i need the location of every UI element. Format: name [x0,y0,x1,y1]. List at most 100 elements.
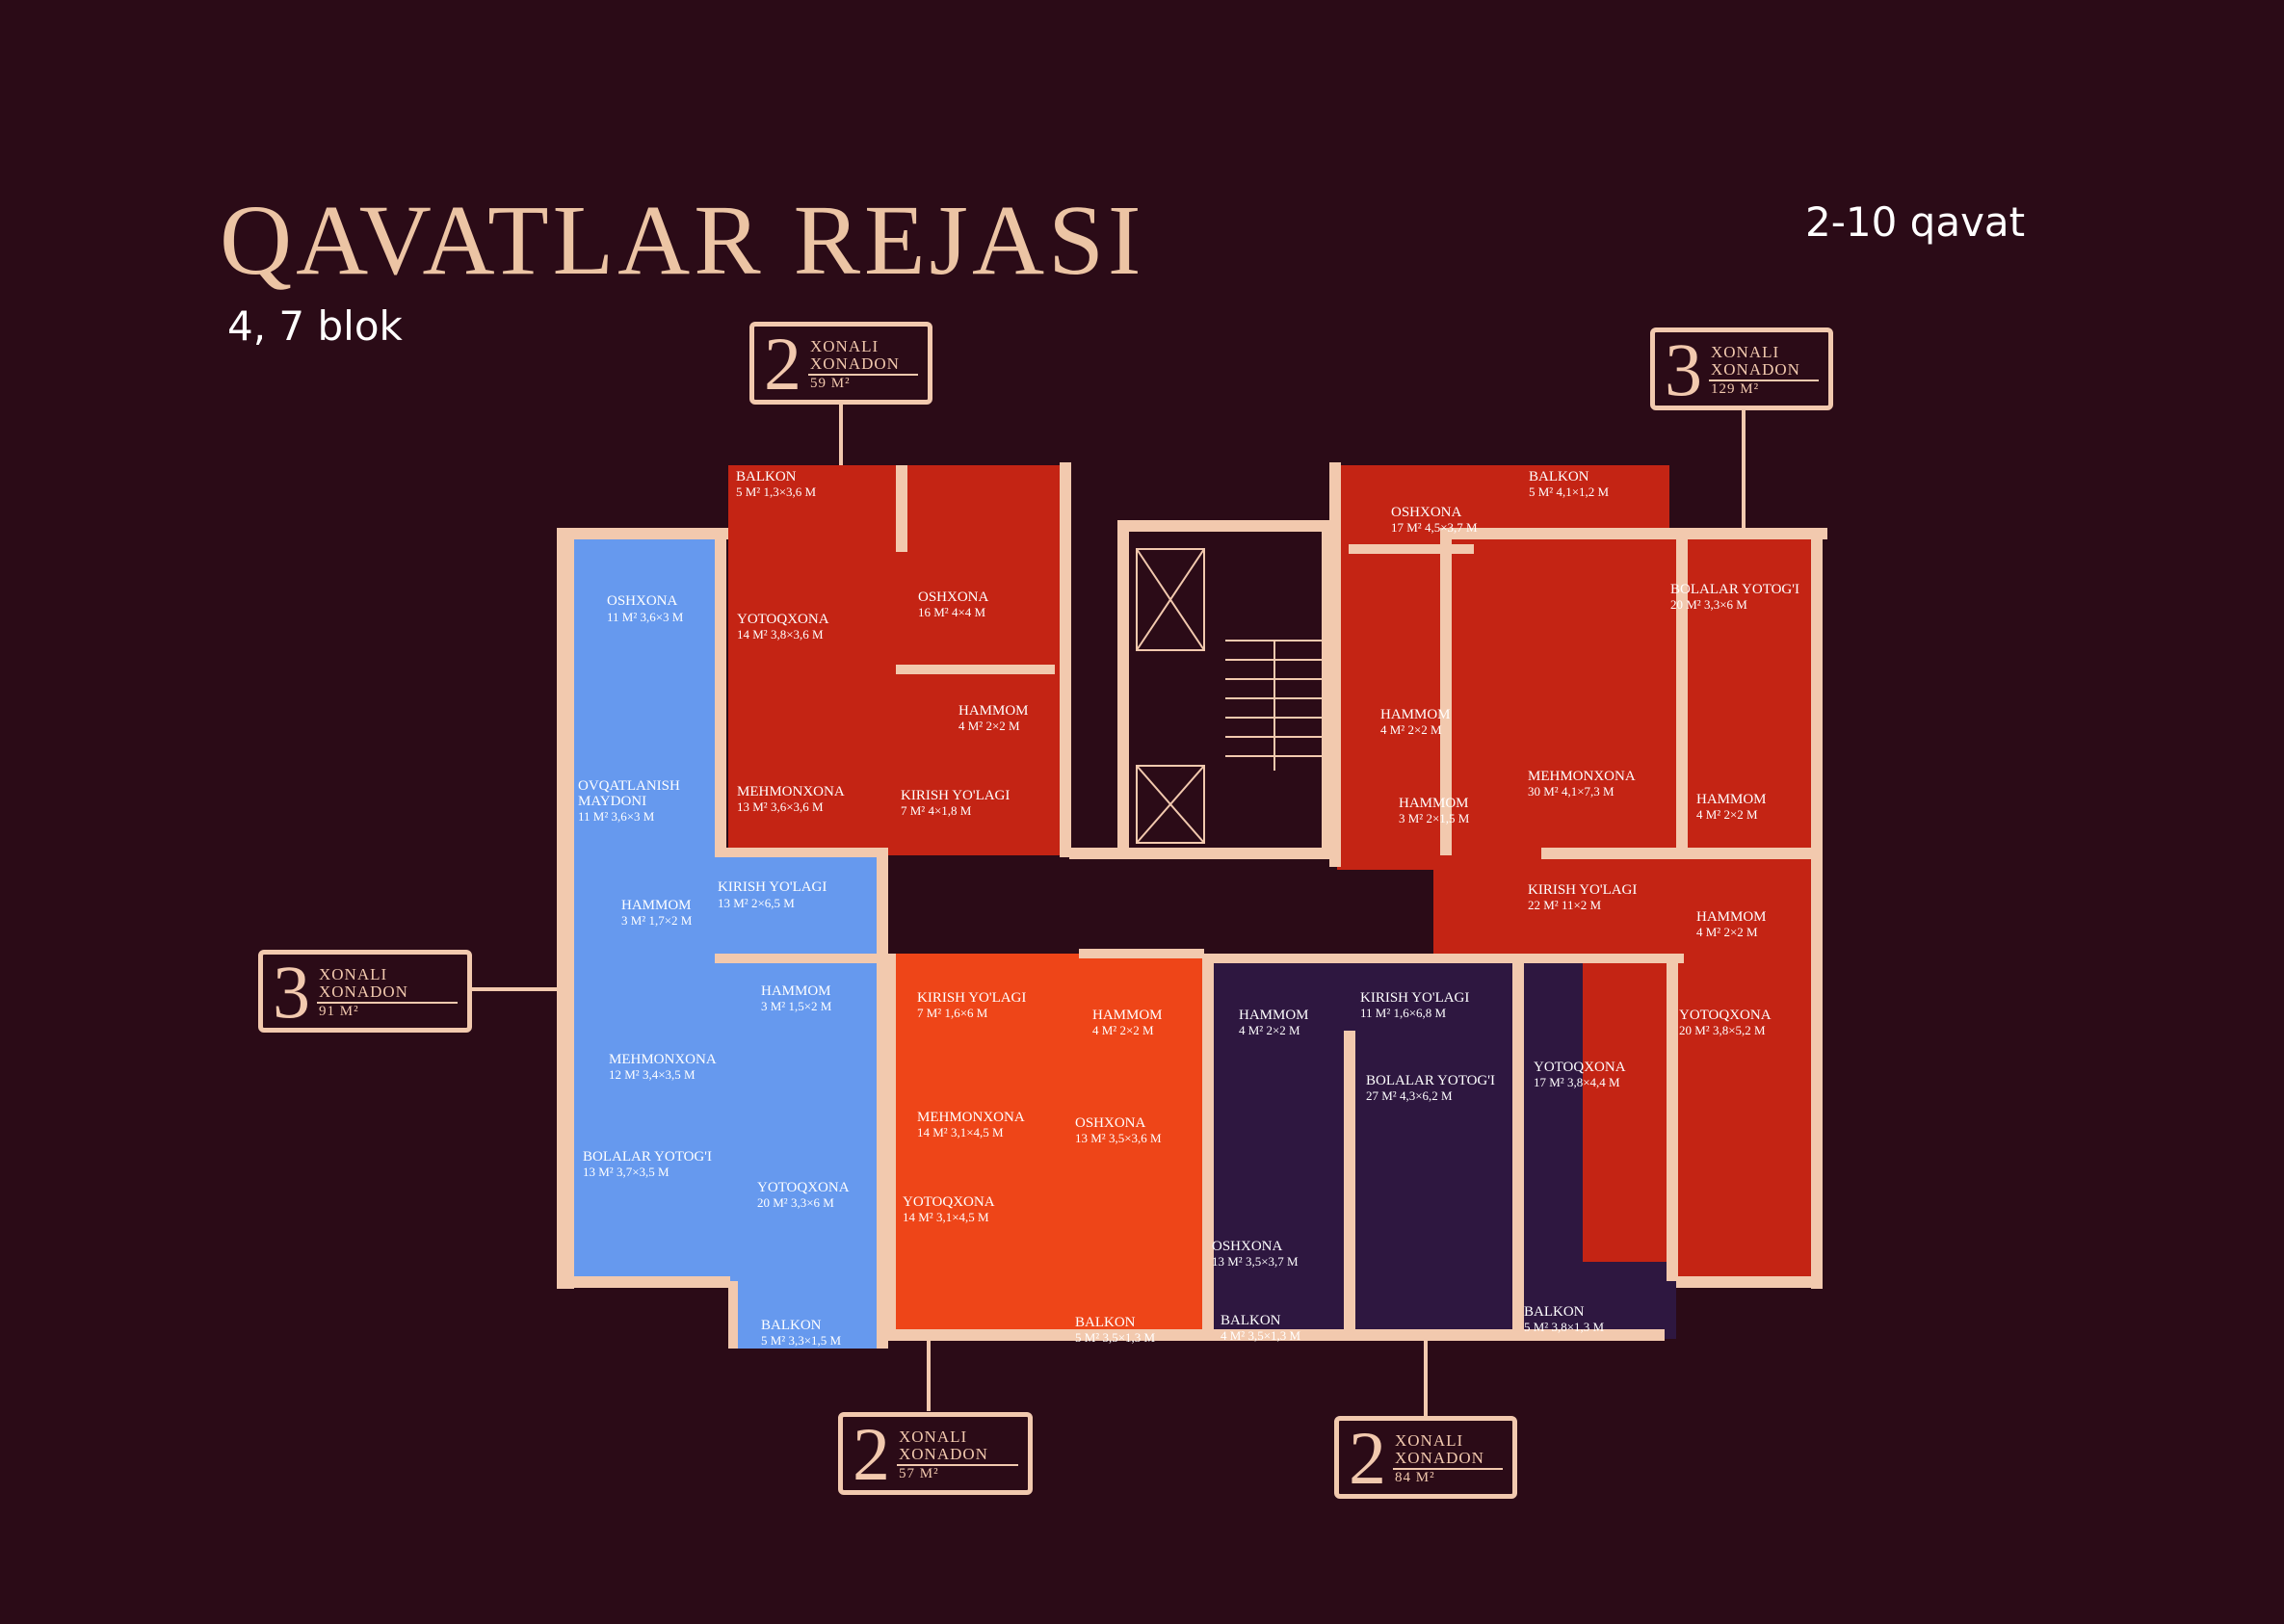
badge-area: 91 M² [319,1004,359,1019]
badge-rule [808,374,918,376]
badge-line2: XONADON [319,982,408,1001]
room-name: YOTOQXONA [737,612,829,627]
room-name: MEHMONXONA [737,784,845,799]
badge-line1: XONALI [810,337,879,355]
room-dim: 4 M² 2×2 M [1696,925,1758,939]
badge-line2: XONADON [899,1445,988,1463]
room-name: BOLALAR YOTOG'I [1670,582,1799,597]
room-name: OSHXONA [918,589,989,605]
room-name: BALKON [1524,1304,1585,1320]
room-name: HAMMOM [1380,707,1451,722]
room-name: KIRISH YO'LAGI [1528,882,1637,898]
room-dim: 4 M² 2×2 M [1239,1023,1300,1037]
room-name: YOTOQXONA [1534,1060,1626,1075]
room-dim: 20 M² 3,8×5,2 M [1679,1023,1766,1037]
badge-rooms: 3 [1665,327,1702,411]
room-name: HAMMOM [1696,792,1767,807]
room-name: HAMMOM [621,898,692,913]
badge-rooms: 2 [764,322,801,406]
badge-rooms: 2 [1349,1416,1386,1500]
room-name: BALKON [1529,469,1589,485]
room-name: YOTOQXONA [903,1194,995,1210]
room-name: KIRISH YO'LAGI [901,788,1010,803]
badge-line1: XONALI [1711,343,1780,361]
room-dim: 3 M² 2×1,5 M [1399,811,1470,825]
room-name: OSHXONA [1212,1239,1283,1254]
room-name: MEHMONXONA [917,1110,1025,1125]
room-dim: 5 M² 1,3×3,6 M [736,485,817,499]
room-dim: 16 M² 4×4 M [918,605,986,619]
room-dim: 14 M² 3,1×4,5 M [903,1210,989,1224]
room-dim: 4 M² 2×2 M [1696,807,1758,822]
room-dim: 13 M² 3,7×3,5 M [583,1165,669,1179]
room-dim: 11 M² 1,6×6,8 M [1360,1006,1447,1020]
room-name: OVQATLANISH [578,778,680,794]
room-dim: 13 M² 3,5×3,6 M [1075,1131,1162,1145]
room-dim: 5 M² 4,1×1,2 M [1529,485,1610,499]
room-name: OSHXONA [607,593,678,609]
room-dim: 4 M² 3,5×1,3 M [1221,1328,1301,1343]
badge-area: 84 M² [1395,1470,1435,1485]
badge-rule [1709,380,1819,381]
room-name: YOTOQXONA [757,1180,850,1195]
room-name: BOLALAR YOTOG'I [583,1149,712,1165]
room-dim: 13 M² 3,5×3,7 M [1212,1254,1299,1269]
room-name: BALKON [1075,1315,1136,1330]
badge-line2: XONADON [1395,1449,1484,1467]
badge-line2: XONADON [810,354,900,373]
room-name: OSHXONA [1391,505,1462,520]
badge-line1: XONALI [899,1428,968,1446]
room-dim: 5 M² 3,3×1,5 M [761,1333,842,1348]
badge-unit-57: 2 XONALI XONADON 57 M² [838,1412,1033,1495]
room-name: YOTOQXONA [1679,1008,1772,1023]
room-dim: 17 M² 3,8×4,4 M [1534,1075,1620,1089]
room-dim: 14 M² 3,1×4,5 M [917,1125,1004,1139]
walls [557,462,1827,1349]
room-dim: 13 M² 3,6×3,6 M [737,799,824,814]
room-dim: 5 M² 3,5×1,3 M [1075,1330,1156,1345]
room-dim: 20 M² 3,3×6 M [757,1195,834,1210]
room-name: KIRISH YO'LAGI [917,990,1026,1006]
room-name: BALKON [761,1318,822,1333]
room-dim: 13 M² 2×6,5 M [718,896,795,910]
room-dim: 7 M² 1,6×6 M [917,1006,988,1020]
room-dim: 5 M² 3,8×1,3 M [1524,1320,1605,1334]
room-name: HAMMOM [1696,909,1767,925]
page-title: QAVATLAR REJASI [220,185,1145,296]
room-dim: 3 M² 1,7×2 M [621,913,693,928]
room-labels: OSHXONA 11 M² 3,6×3 M OVQATLANISH MAYDON… [578,469,1799,1348]
badge-area: 129 M² [1711,381,1760,397]
stair-core [1122,525,1329,857]
room-name: KIRISH YO'LAGI [718,879,827,895]
badge-rule [1393,1468,1503,1470]
room-name: BALKON [1221,1313,1281,1328]
floors-label: 2-10 qavat [1805,198,2026,246]
badge-unit-84: 2 XONALI XONADON 84 M² [1334,1416,1517,1499]
badge-unit-59: 2 XONALI XONADON 59 M² [749,322,932,405]
room-dim: 11 M² 3,6×3 M [607,610,684,624]
room-name: MEHMONXONA [1528,769,1636,784]
room-dim: 14 M² 3,8×3,6 M [737,627,824,642]
badge-rule [317,1002,458,1004]
room-name: MEHMONXONA [609,1052,717,1067]
room-name: BALKON [736,469,797,485]
badge-line2: XONADON [1711,360,1800,379]
badge-area: 59 M² [810,376,851,391]
room-dim: 4 M² 2×2 M [1380,722,1442,737]
badge-rooms: 2 [853,1412,890,1496]
badge-rule [897,1464,1018,1466]
room-dim: 30 M² 4,1×7,3 M [1528,784,1615,799]
unit-blue [570,537,888,1349]
badge-unit-129: 3 XONALI XONADON 129 M² [1650,327,1833,410]
badge-area: 57 M² [899,1466,939,1481]
room-name: MAYDONI [578,794,646,809]
room-dim: 3 M² 1,5×2 M [761,999,832,1013]
badge-unit-91: 3 XONALI XONADON 91 M² [258,950,472,1033]
room-dim: 12 M² 3,4×3,5 M [609,1067,696,1082]
unit-orange [884,954,1202,1339]
room-dim: 11 M² 3,6×3 M [578,809,655,824]
badge-line1: XONALI [1395,1431,1464,1450]
room-name: OSHXONA [1075,1115,1146,1131]
block-subtitle: 4, 7 blok [227,302,403,350]
